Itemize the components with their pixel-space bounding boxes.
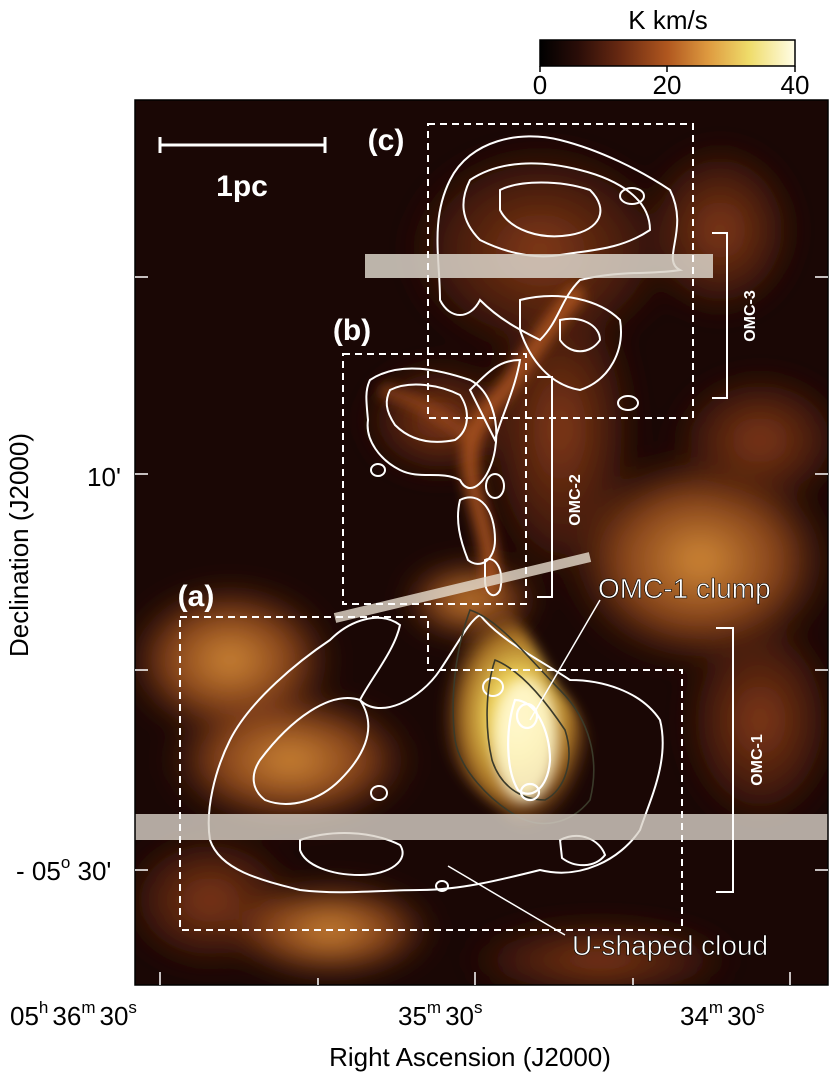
region-boxes (179, 123, 694, 931)
plot-frame (134, 99, 829, 986)
mask-stripe-diagonal (333, 552, 592, 623)
x-axis-label: Right Ascension (J2000) (329, 1042, 611, 1072)
region-label-omc1: OMC-1 (749, 734, 766, 786)
mask-stripe-top (365, 254, 713, 278)
scale-bar: 1pc (158, 137, 327, 203)
colorbar-tick-0: 0 (533, 70, 547, 100)
region-label-omc2: OMC-2 (567, 474, 584, 526)
panel-label-b: (b) (333, 314, 371, 347)
bracket-omc2 (537, 376, 553, 598)
bracket-omc1 (716, 627, 734, 893)
panel-label-c: (c) (368, 124, 405, 157)
intensity-map: 1pc (c) (b) (a) OMC-3 OMC-2 OMC-1 OMC-1 … (135, 100, 828, 985)
box-c (427, 123, 694, 419)
y-tick-0530: - 05o 30' (16, 853, 111, 886)
region-brackets (537, 232, 734, 893)
bracket-omc3 (712, 232, 728, 399)
u-shaped-pointer (447, 865, 566, 936)
region-label-omc3: OMC-3 (742, 290, 759, 342)
box-a (179, 616, 683, 931)
panel-label-a: (a) (178, 580, 215, 613)
colorbar-unit: K km/s (628, 5, 707, 35)
mask-stripe-bottom (135, 814, 828, 840)
core-white-contours (507, 698, 552, 802)
scale-bar-label: 1pc (216, 170, 268, 203)
colorbar-tick-40: 40 (781, 70, 810, 100)
y-tick-10: 10' (87, 462, 121, 492)
colorbar-gradient (539, 39, 796, 67)
annotation-u-shaped-cloud: U-shaped cloud (572, 930, 768, 961)
tick-marks (135, 276, 828, 985)
colorbar: K km/s 0 20 40 (533, 5, 810, 100)
colorbar-tick-20: 20 (653, 70, 682, 100)
y-axis-label: Declination (J2000) (4, 433, 34, 657)
clump-pointer (529, 599, 601, 721)
annotation-omc1-clump: OMC-1 clump (598, 573, 771, 604)
